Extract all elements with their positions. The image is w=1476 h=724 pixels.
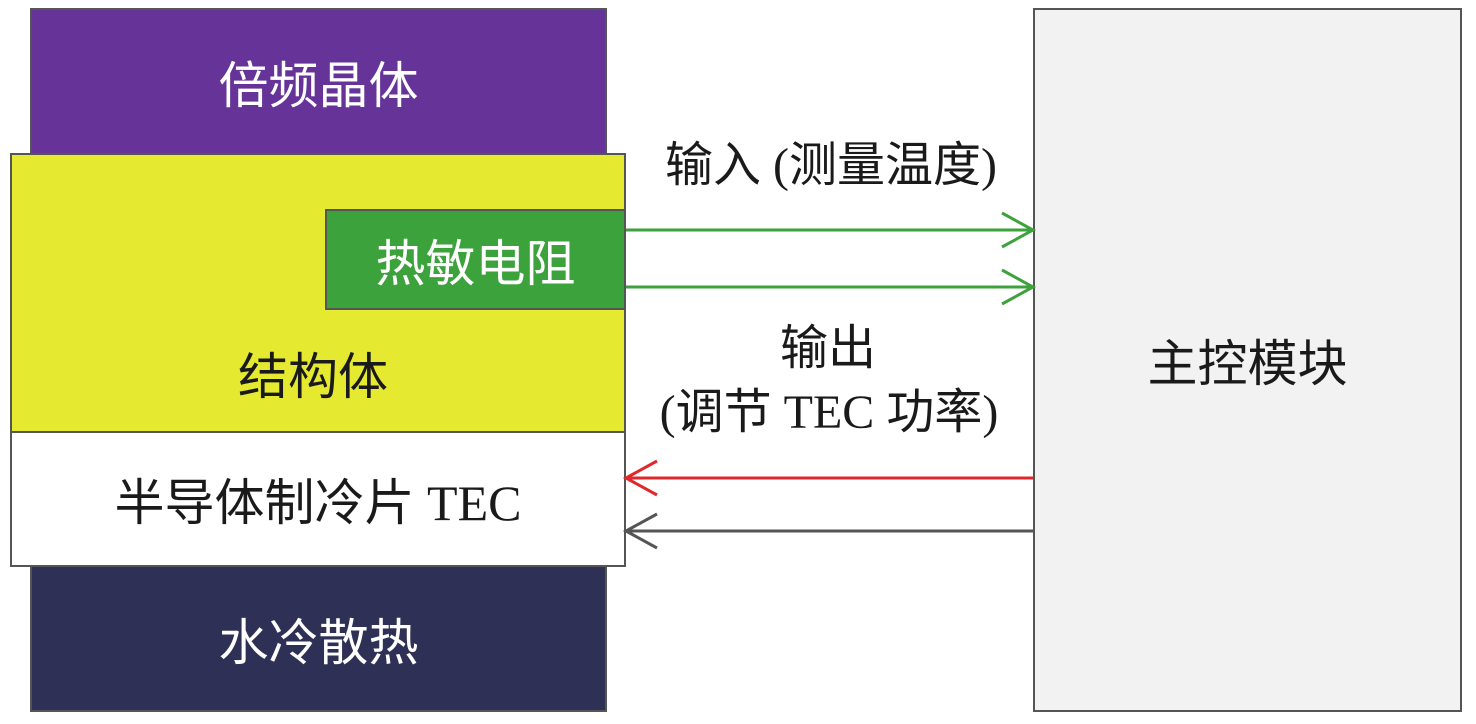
- output-label-line1: 输出: [779, 322, 877, 375]
- tec-block: 半导体制冷片 TEC: [10, 431, 626, 567]
- tec-label: 半导体制冷片 TEC: [114, 475, 522, 531]
- thermistor-block: 热敏电阻: [325, 209, 626, 310]
- input-label: 输入 (测量温度): [665, 139, 997, 192]
- output-arrow-red: [622, 459, 1033, 497]
- output-label-line2: (调节 TEC 功率): [659, 386, 999, 439]
- thermistor-label: 热敏电阻: [375, 235, 576, 292]
- cooling-label: 水冷散热: [218, 614, 419, 671]
- output-arrow-gray: [622, 512, 1033, 550]
- crystal-label: 倍频晶体: [218, 57, 419, 114]
- structure-label: 结构体: [238, 349, 388, 405]
- input-arrow-2: [626, 268, 1037, 306]
- input-arrow-1: [626, 211, 1037, 249]
- controller-label: 主控模块: [1147, 336, 1348, 392]
- controller-block: 主控模块: [1033, 8, 1462, 712]
- crystal-block: 倍频晶体: [30, 8, 607, 155]
- cooling-block: 水冷散热: [30, 565, 607, 712]
